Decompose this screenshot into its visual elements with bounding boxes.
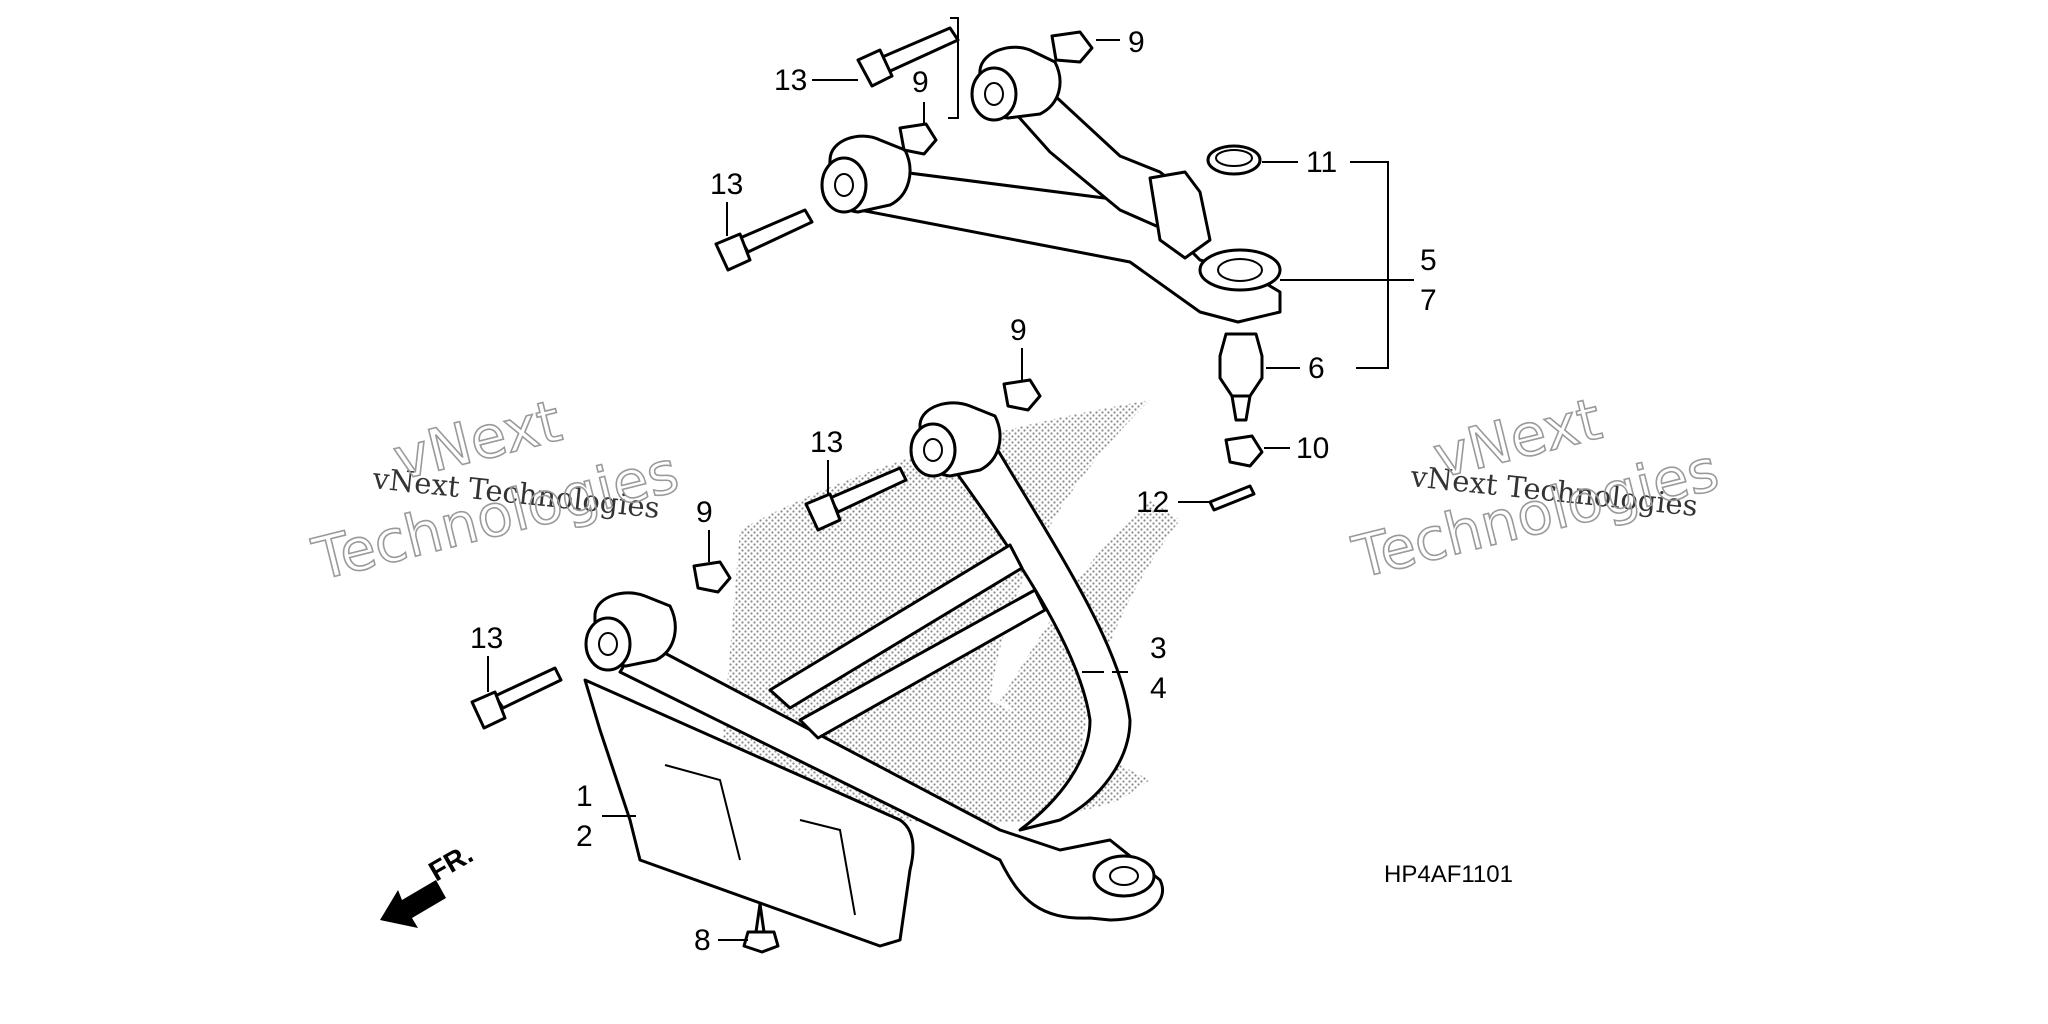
bolt-13-upper-top — [856, 26, 960, 88]
nut-9-top — [1050, 30, 1094, 64]
lower-arm — [584, 401, 1164, 922]
callout-12: 12 — [1136, 486, 1169, 519]
front-direction-label: FR. — [424, 838, 479, 887]
circlip-11 — [1206, 144, 1262, 176]
nut-10 — [1224, 434, 1264, 468]
callout-7: 7 — [1420, 284, 1437, 317]
callouts: 13 9 9 13 11 5 7 6 9 10 13 9 12 13 3 4 1… — [470, 26, 1437, 957]
callout-9-lower-left: 9 — [696, 496, 713, 529]
watermark-right: vNext Technologies vNext Technologies — [1345, 384, 1726, 593]
callout-13-lower-middle: 13 — [810, 426, 843, 459]
callout-4: 4 — [1150, 672, 1167, 705]
nut-9-lower-left — [692, 560, 732, 594]
leader-lines — [487, 17, 1414, 941]
callout-13-top: 13 — [774, 64, 807, 97]
callout-8: 8 — [694, 924, 711, 957]
watermark-left: vNext Technologies vNext Technologies — [305, 386, 686, 595]
callout-6: 6 — [1308, 352, 1325, 385]
ball-joint-6 — [1218, 332, 1264, 422]
callout-5: 5 — [1420, 244, 1437, 277]
callout-9-top-right: 9 — [1128, 26, 1145, 59]
upper-arm — [820, 45, 1282, 324]
skid-guard — [583, 678, 915, 948]
callout-1: 1 — [576, 780, 593, 813]
cotter-pin-12 — [1208, 484, 1256, 512]
callout-13-lower-left: 13 — [470, 622, 503, 655]
callout-3: 3 — [1150, 632, 1167, 665]
callout-13-upper-left: 13 — [710, 168, 743, 201]
bolt-13-lower-middle — [804, 466, 908, 532]
callout-11: 11 — [1306, 146, 1337, 179]
bolt-13-lower-left — [470, 666, 563, 730]
bolt-8 — [742, 902, 780, 954]
callout-2: 2 — [576, 820, 593, 853]
diagram-code: HP4AF1101 — [1384, 861, 1513, 888]
callout-10: 10 — [1296, 432, 1329, 465]
nut-9-upper-left — [898, 122, 938, 156]
callout-9-lower-top: 9 — [1010, 314, 1027, 347]
front-direction-arrow: FR. — [380, 838, 478, 928]
bolt-13-upper-left — [714, 208, 814, 272]
callout-9-upper-left: 9 — [912, 66, 929, 99]
nut-9-lower-top — [1002, 378, 1042, 412]
